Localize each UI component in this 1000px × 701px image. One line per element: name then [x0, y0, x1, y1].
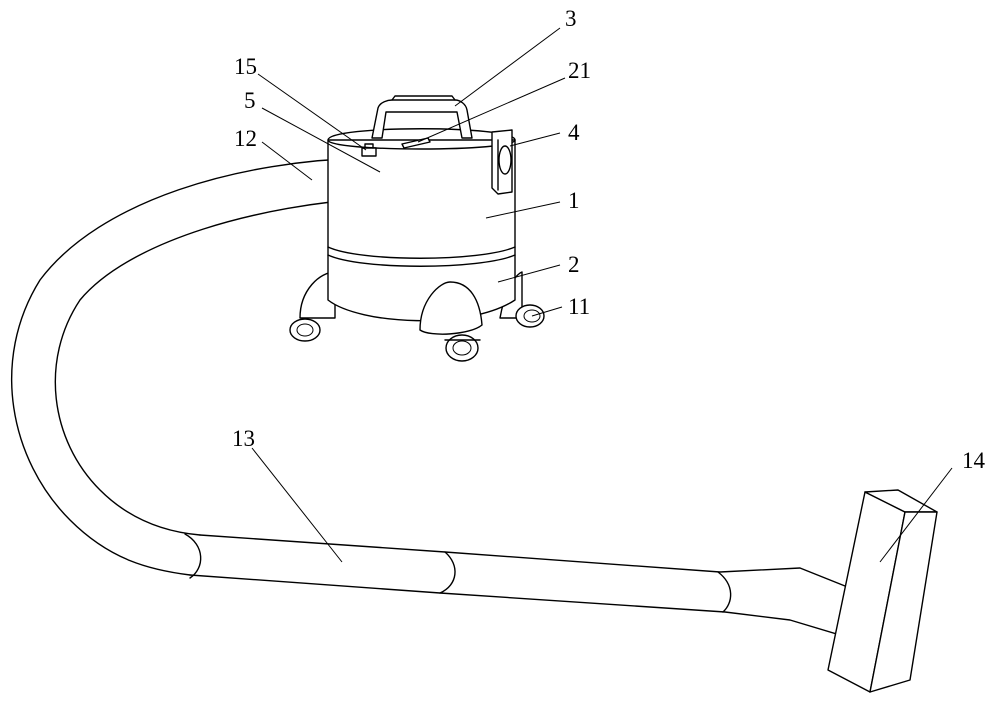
- tube-joint-2: [439, 551, 456, 594]
- callout-2: 2: [568, 252, 580, 277]
- hose-outer-edge: [11, 157, 371, 576]
- leader-4: [509, 132, 561, 147]
- tube-bottom-edge: [189, 574, 851, 639]
- leader-2: [497, 264, 561, 283]
- callout-3: 3: [565, 6, 577, 31]
- leader-15: [257, 73, 367, 151]
- callout-4: 4: [568, 120, 580, 145]
- callout-12: 12: [234, 126, 257, 151]
- leader-1: [485, 201, 561, 219]
- callout-1: 1: [568, 188, 580, 213]
- leader-12: [261, 141, 313, 181]
- canister-body: [327, 139, 516, 322]
- front-wheel: [419, 281, 483, 362]
- hose-inner-edge: [54, 197, 376, 536]
- callout-21: 21: [568, 58, 591, 83]
- canister: [289, 95, 545, 362]
- carry-handle: [371, 95, 473, 139]
- callout-13: 13: [232, 426, 255, 451]
- lid-latch: [401, 137, 431, 149]
- extension-tube: [184, 533, 874, 639]
- canister-band-line-2: [327, 254, 516, 267]
- exhaust-valve: [361, 143, 377, 157]
- tube-top-edge: [199, 534, 856, 591]
- callout-labels: 3 21 15 5 12 4 1 2 11 13 14: [232, 6, 986, 473]
- callout-14: 14: [962, 448, 986, 473]
- leader-lines: [251, 27, 953, 563]
- leader-11: [531, 306, 563, 317]
- tube-joint-1: [184, 533, 202, 579]
- callout-11: 11: [568, 294, 590, 319]
- leader-5: [261, 107, 381, 173]
- callout-5: 5: [244, 88, 256, 113]
- floor-nozzle: [827, 489, 938, 693]
- rear-wheel-left: [289, 271, 336, 342]
- nozzle-side-face: [869, 511, 938, 693]
- canister-band-line: [327, 246, 516, 259]
- leader-3: [454, 27, 561, 107]
- leader-14: [879, 467, 953, 563]
- tube-joint-3: [717, 571, 732, 613]
- side-switch: [491, 129, 513, 195]
- callout-15: 15: [234, 54, 257, 79]
- rear-wheel-right: [499, 271, 545, 328]
- leader-21: [417, 77, 566, 143]
- leader-13: [251, 447, 343, 563]
